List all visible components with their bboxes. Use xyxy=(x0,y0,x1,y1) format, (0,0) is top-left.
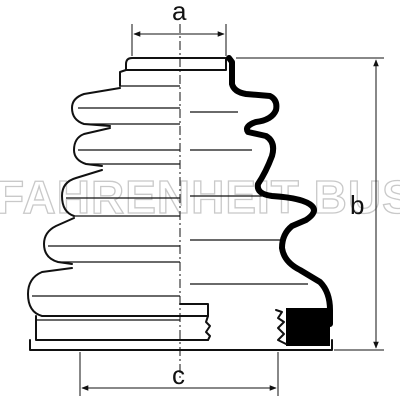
watermark-text: FAHRENHEIT BUSS xyxy=(0,171,400,223)
seal-block xyxy=(286,308,330,346)
dimension-b: b xyxy=(236,57,384,351)
boot-exterior-left xyxy=(27,57,181,351)
dimension-b-label: b xyxy=(350,190,364,220)
dimension-c-label: c xyxy=(172,360,185,390)
dimension-c: c xyxy=(79,352,279,396)
dimension-a-label: a xyxy=(172,0,187,26)
dimension-a: a xyxy=(131,0,227,56)
boot-section-right xyxy=(179,55,333,351)
